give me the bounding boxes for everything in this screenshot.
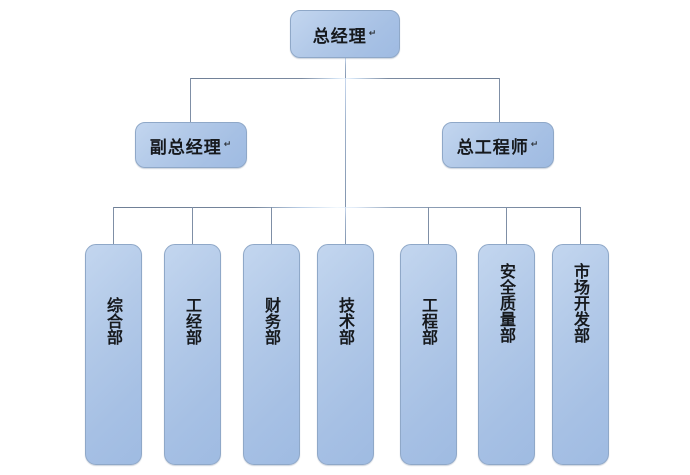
node-general-affairs-department-label: 综合部 xyxy=(104,297,123,345)
node-finance-department-label: 财务部 xyxy=(262,297,281,345)
node-industrial-economics-department[interactable]: 工经部 xyxy=(164,244,221,465)
node-deputy-general-manager[interactable]: 副总经理↵ xyxy=(135,122,247,168)
node-technology-department-label: 技术部 xyxy=(336,297,355,345)
connector-drop-industrial-economics-department xyxy=(192,207,193,244)
connector-lower-bus xyxy=(113,207,580,208)
connector-drop-finance-department xyxy=(271,207,272,244)
connector-center-spine xyxy=(345,78,346,208)
node-engineering-department-label: 工程部 xyxy=(419,297,438,345)
node-chief-engineer[interactable]: 总工程师↵ xyxy=(442,122,554,168)
node-general-manager[interactable]: 总经理↵ xyxy=(290,10,400,58)
node-technology-department[interactable]: 技术部 xyxy=(317,244,374,465)
paragraph-mark-icon: ↵ xyxy=(368,29,378,39)
connector-drop-general-affairs-department xyxy=(113,207,114,244)
connector-drop-market-development-department xyxy=(580,207,581,244)
node-engineering-department[interactable]: 工程部 xyxy=(400,244,457,465)
connector-drop-safety-quality-department xyxy=(506,207,507,244)
node-general-affairs-department[interactable]: 综合部 xyxy=(85,244,142,465)
node-general-manager-label: 总经理 xyxy=(312,26,367,47)
node-deputy-general-manager-label: 副总经理 xyxy=(149,137,222,158)
node-chief-engineer-label: 总工程师 xyxy=(456,137,529,158)
connector-root-stem xyxy=(345,58,346,79)
paragraph-mark-icon: ↵ xyxy=(530,140,540,150)
node-market-development-department[interactable]: 市场开发部 xyxy=(552,244,609,465)
node-finance-department[interactable]: 财务部 xyxy=(243,244,300,465)
connector-drop-deputy-general-manager xyxy=(190,78,191,122)
node-industrial-economics-department-label: 工经部 xyxy=(183,297,202,345)
connector-drop-chief-engineer xyxy=(499,78,500,122)
connector-drop-engineering-department xyxy=(428,207,429,244)
connector-drop-technology-department xyxy=(345,207,346,244)
paragraph-mark-icon: ↵ xyxy=(223,140,233,150)
node-safety-quality-department-label: 安全质量部 xyxy=(497,263,516,343)
node-safety-quality-department[interactable]: 安全质量部 xyxy=(478,244,535,465)
node-market-development-department-label: 市场开发部 xyxy=(571,263,590,343)
